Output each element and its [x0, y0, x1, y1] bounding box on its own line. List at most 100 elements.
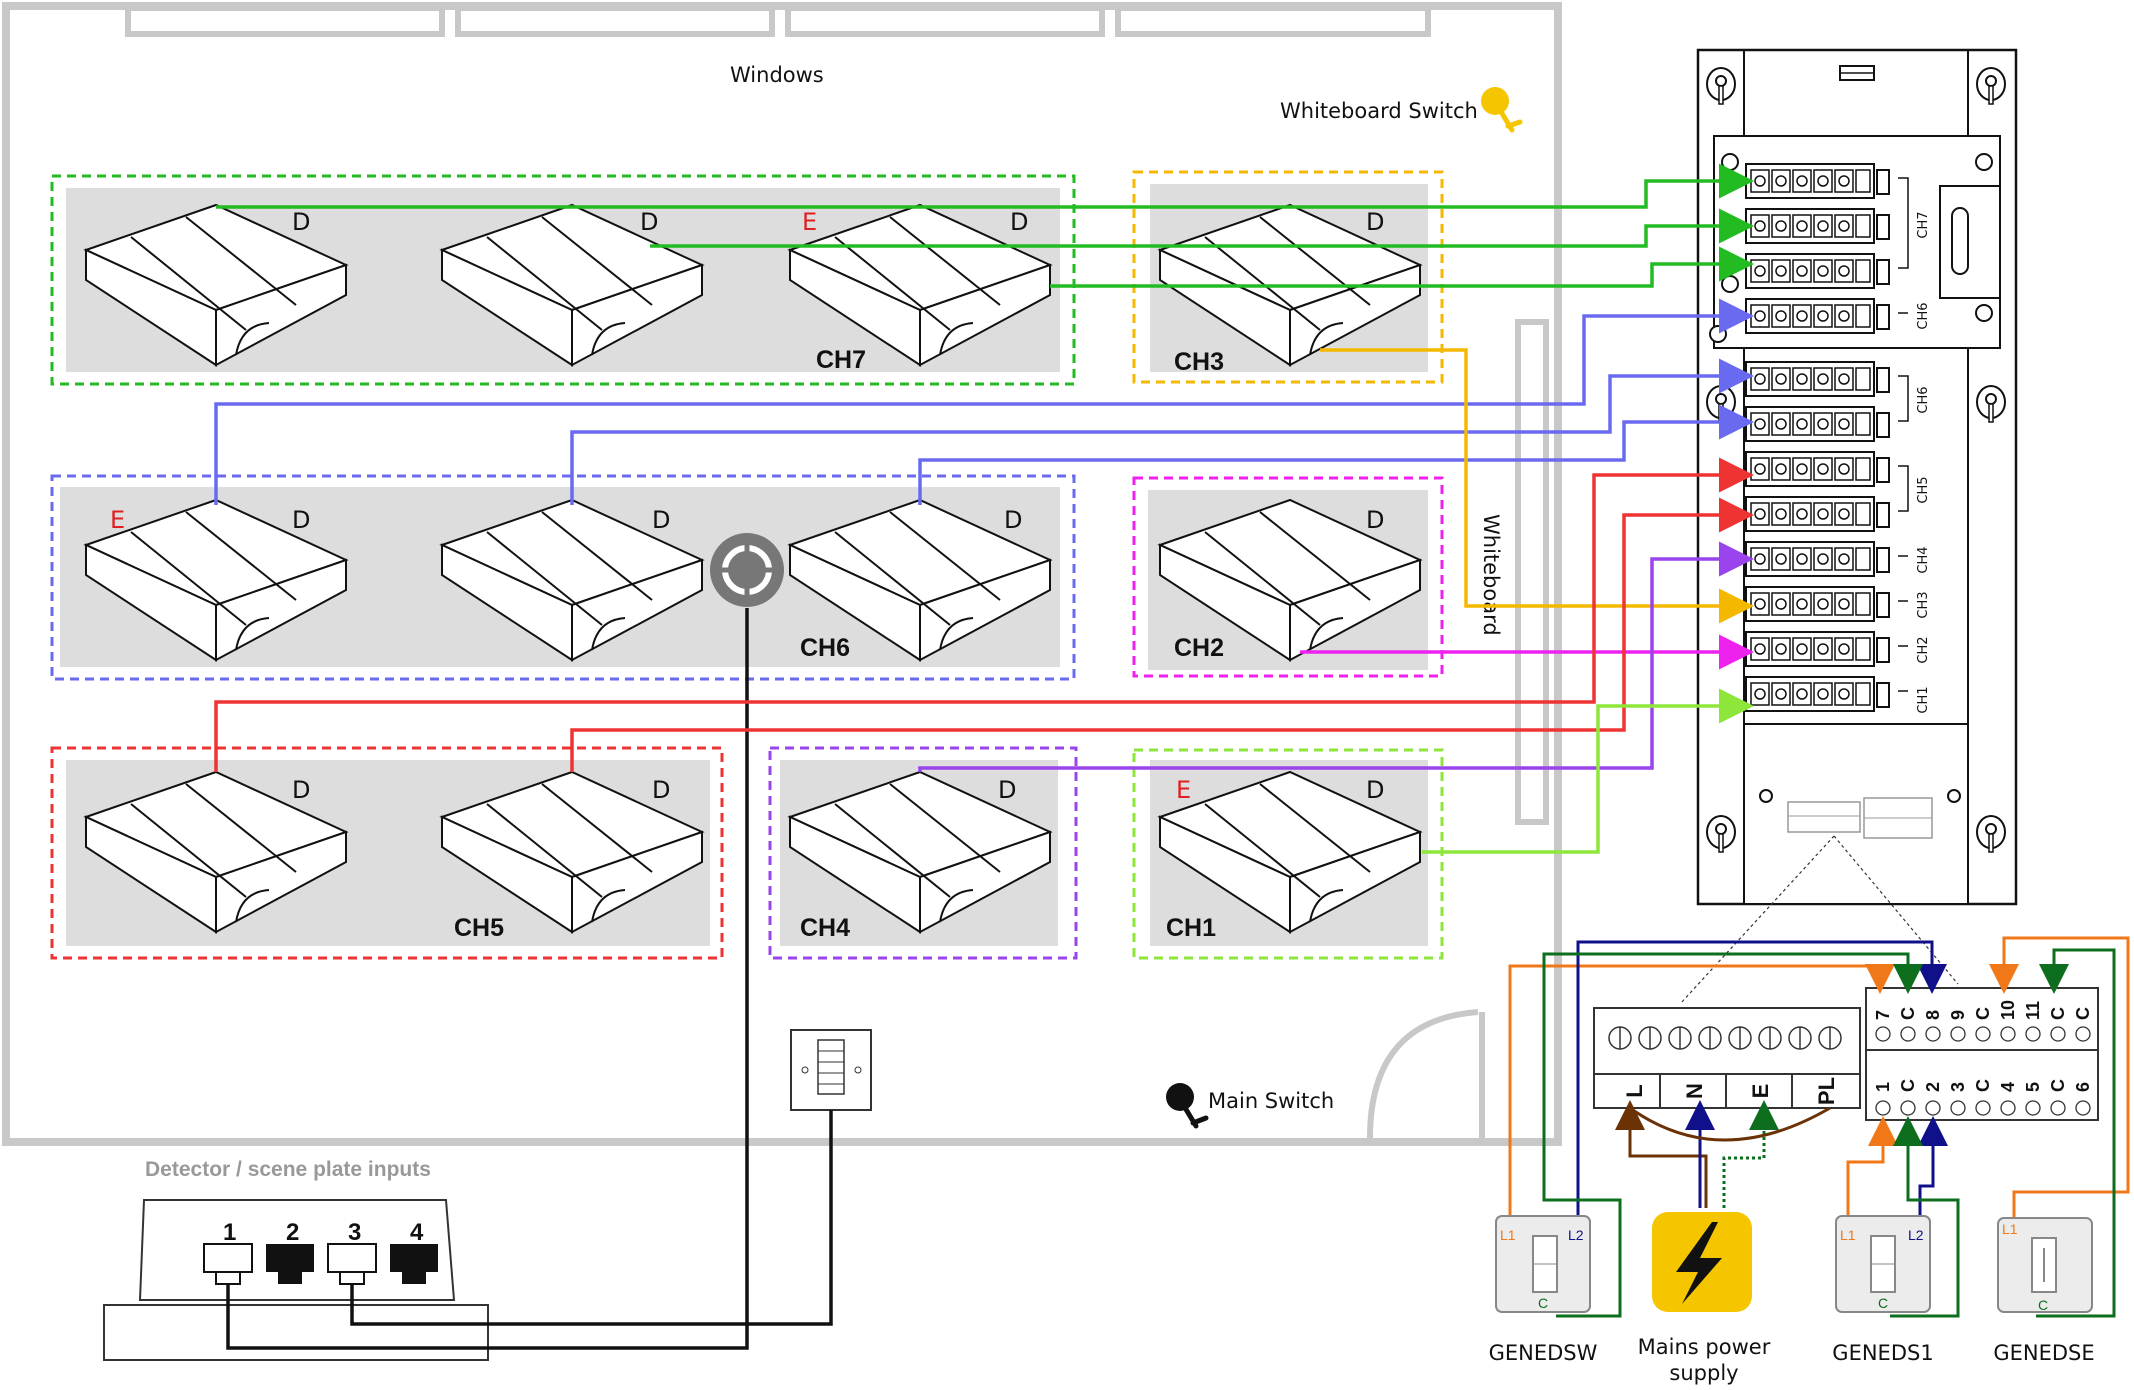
channel-label-ch1: CH1: [1166, 914, 1216, 942]
whiteboard-label: Whiteboard: [1479, 514, 1503, 636]
control-top-label-1: C: [1898, 1007, 1918, 1020]
switch-genedsw: [1495, 1215, 1591, 1313]
scene-plate: [790, 1029, 872, 1111]
genedse-c-label: C: [2038, 1297, 2048, 1313]
emergency-tag-12: E: [1176, 776, 1191, 804]
lum-tag-4: D: [1366, 208, 1384, 236]
control-module: [1696, 48, 2018, 906]
control-top-label-3: 9: [1948, 1010, 1968, 1020]
panel-label-ch3: CH3: [1916, 591, 1931, 618]
callout-lines: [1679, 835, 1959, 1005]
genedse-l1-label: L1: [2002, 1221, 2018, 1237]
control-bottom-label-1: C: [1898, 1079, 1918, 1092]
panel-group-labels: CH7 CH6 CH6 CH5 CH4 CH3 CH2 CH1: [1916, 211, 1931, 713]
mains-power-line2: supply: [1669, 1361, 1738, 1385]
lum-tag-8: D: [1366, 506, 1384, 534]
mains-label-e: E: [1748, 1084, 1773, 1099]
control-top-label-2: 8: [1923, 1010, 1943, 1020]
control-bottom-label-4: C: [1973, 1079, 1993, 1092]
mains-power-icon: [1652, 1212, 1752, 1312]
control-bottom-label-6: 5: [2023, 1082, 2043, 1092]
switch-names: GENEDSW GENEDS1 GENEDSE: [1489, 1341, 2095, 1365]
mains-power-line1: Mains power: [1638, 1335, 1771, 1359]
control-top-label-4: C: [1973, 1007, 1993, 1020]
group-outlines: [50, 170, 1444, 960]
port-label-4: 4: [410, 1219, 424, 1246]
lum-tag-1: D: [292, 208, 310, 236]
control-top-label-8: C: [2073, 1007, 2093, 1020]
panel-label-ch6b: CH6: [1916, 386, 1931, 413]
panel-label-ch6a: CH6: [1916, 302, 1931, 329]
lum-tag-5: D: [292, 506, 310, 534]
mains-label-pl: PL: [1814, 1077, 1839, 1105]
lum-tag-10: D: [652, 776, 670, 804]
geneds1-name: GENEDS1: [1832, 1341, 1933, 1365]
control-top-label-0: 7: [1873, 1010, 1893, 1020]
control-bottom-label-3: 3: [1948, 1082, 1968, 1092]
switch-terminal-labels: L1 L2 C L1 L2 C L1 C: [1500, 1221, 2048, 1313]
control-top-label-5: 10: [1998, 1000, 2018, 1020]
emergency-tag-3: E: [802, 208, 817, 236]
control-bottom-label-0: 1: [1873, 1082, 1893, 1092]
panel-label-ch1: CH1: [1916, 686, 1931, 713]
whiteboard-switch-label: Whiteboard Switch: [1280, 99, 1478, 123]
detector-plate-block: [103, 1199, 489, 1361]
windows-label: Windows: [730, 63, 824, 87]
port-label-2: 2: [286, 1219, 299, 1246]
geneds1-l1-label: L1: [1840, 1227, 1856, 1243]
detector-port-labels: 1 2 3 4: [223, 1219, 424, 1246]
whiteboard-switch-icon: [1481, 87, 1523, 133]
mains-terminal-labels: L N E PL: [1622, 1077, 1839, 1105]
panel-label-ch5: CH5: [1916, 476, 1931, 503]
lum-tag-2: D: [640, 208, 658, 236]
channel-label-ch6: CH6: [800, 634, 850, 662]
genedsw-l1-label: L1: [1500, 1227, 1516, 1243]
channel-label-ch3: CH3: [1174, 348, 1224, 376]
genedsw-c-label: C: [1538, 1295, 1548, 1311]
presence-detector: [710, 533, 784, 607]
mains-label-l: L: [1622, 1084, 1647, 1097]
genedsw-l2-label: L2: [1568, 1227, 1584, 1243]
emergency-tag-5: E: [110, 506, 125, 534]
control-bottom-label-5: 4: [1998, 1082, 2018, 1092]
main-switch-icon: [1166, 1083, 1209, 1129]
control-top-label-6: 11: [2023, 1001, 2043, 1020]
panel-label-ch7: CH7: [1916, 211, 1931, 238]
switch-geneds1: [1835, 1215, 1931, 1313]
mains-power-label: Mains power supply: [1638, 1335, 1771, 1385]
port-label-1: 1: [223, 1219, 236, 1246]
lum-tag-6: D: [652, 506, 670, 534]
channel-label-ch2: CH2: [1174, 634, 1224, 662]
switch-wiring: [1508, 936, 2130, 1318]
switch-genedse: [1997, 1217, 2093, 1313]
geneds1-c-label: C: [1878, 1295, 1888, 1311]
control-bottom-label-2: 2: [1923, 1082, 1943, 1092]
panel-label-ch4: CH4: [1916, 546, 1931, 573]
control-top-label-7: C: [2048, 1007, 2068, 1020]
main-switch-label: Main Switch: [1208, 1089, 1334, 1113]
channel-label-ch7: CH7: [816, 346, 866, 374]
control-bottom-label-7: C: [2048, 1079, 2068, 1092]
detector-cables: [226, 608, 833, 1350]
luminaire-tags: D D D D D D D D D D D D: [292, 208, 1384, 804]
channel-label-ch5: CH5: [454, 914, 504, 942]
genedsw-name: GENEDSW: [1489, 1341, 1598, 1365]
channel-label-ch4: CH4: [800, 914, 850, 942]
lum-tag-12: D: [1366, 776, 1384, 804]
mains-label-n: N: [1682, 1083, 1707, 1099]
room-outline: [2, 2, 1562, 1146]
control-terminal-block: [1865, 987, 2099, 1121]
channel-labels: CH7 CH3 CH6 CH2 CH5 CH4 CH1: [454, 346, 1224, 942]
lum-tag-11: D: [998, 776, 1016, 804]
genedse-name: GENEDSE: [1993, 1341, 2094, 1365]
lum-tag-7: D: [1004, 506, 1022, 534]
emergency-tags: E E E: [110, 208, 1191, 804]
lum-tag-3: D: [1010, 208, 1028, 236]
detector-plate-title: Detector / scene plate inputs: [145, 1158, 431, 1181]
lum-tag-9: D: [292, 776, 310, 804]
geneds1-l2-label: L2: [1908, 1227, 1924, 1243]
